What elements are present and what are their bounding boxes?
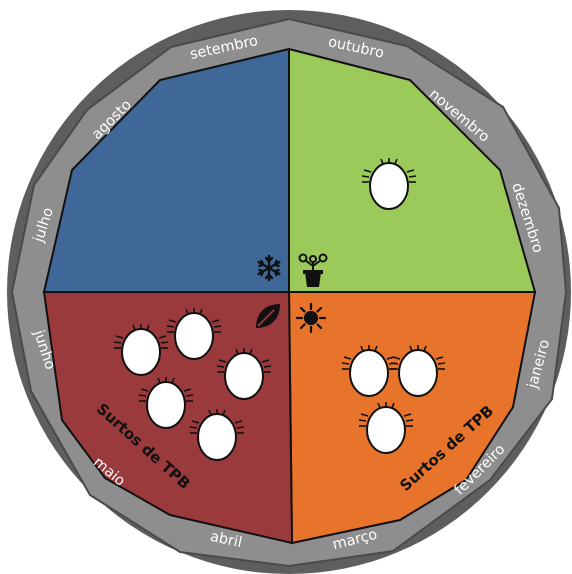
summer-quadrant — [289, 292, 535, 543]
sun-icon — [297, 304, 325, 332]
winter-quadrant — [44, 49, 289, 292]
